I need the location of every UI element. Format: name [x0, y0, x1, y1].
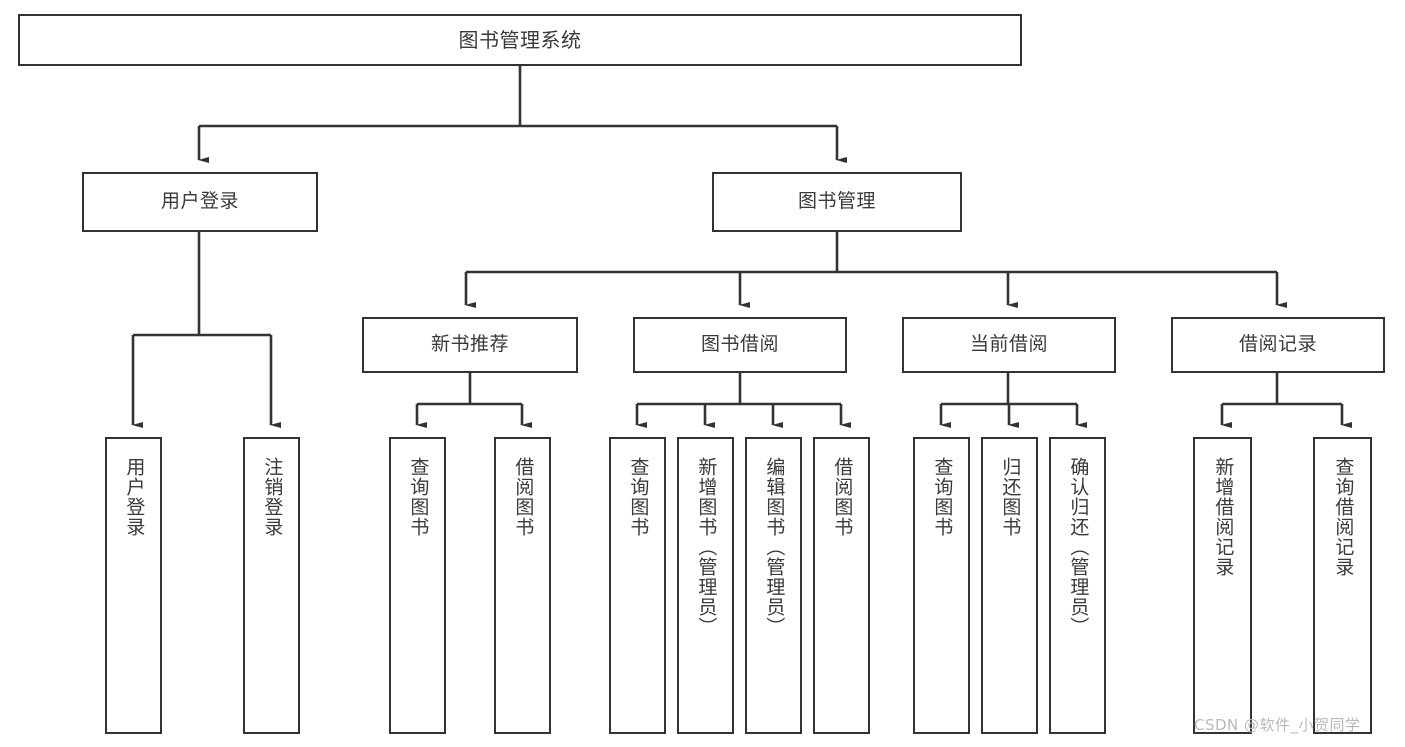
node-borrow-records[interactable]: 借阅记录: [1171, 317, 1385, 373]
leaf-borrow-edit-book-label: 编辑图书（管理员）: [763, 457, 786, 637]
leaf-user-logout[interactable]: 注销登录: [243, 437, 300, 734]
leaf-borrow-edit-book[interactable]: 编辑图书（管理员）: [745, 437, 802, 734]
node-user-login-label: 用户登录: [160, 190, 239, 213]
node-book-management-label: 图书管理: [797, 190, 876, 213]
leaf-current-confirm-return[interactable]: 确认归还（管理员）: [1049, 437, 1106, 734]
node-root-label: 图书管理系统: [458, 27, 582, 52]
node-root[interactable]: 图书管理系统: [18, 14, 1022, 66]
leaf-current-query-book-label: 查询图书: [931, 457, 954, 537]
leaf-borrow-query-book[interactable]: 查询图书: [609, 437, 666, 734]
leaf-recommend-query-book[interactable]: 查询图书: [389, 437, 446, 734]
leaf-borrow-borrow-book-label: 借阅图书: [831, 457, 854, 537]
node-current-borrow[interactable]: 当前借阅: [902, 317, 1116, 373]
leaf-user-login[interactable]: 用户登录: [105, 437, 162, 734]
node-user-login[interactable]: 用户登录: [82, 172, 318, 232]
leaf-records-query-record-label: 查询借阅记录: [1332, 457, 1355, 577]
node-current-borrow-label: 当前借阅: [969, 333, 1048, 356]
leaf-user-login-label: 用户登录: [123, 457, 146, 537]
csdn-watermark: CSDN @软件_小贺同学: [1194, 716, 1361, 734]
node-borrow-records-label: 借阅记录: [1238, 333, 1317, 356]
leaf-records-add-record[interactable]: 新增借阅记录: [1193, 437, 1252, 734]
leaf-recommend-query-book-label: 查询图书: [407, 457, 430, 537]
node-book-borrow[interactable]: 图书借阅: [633, 317, 847, 373]
leaf-borrow-add-book-label: 新增图书（管理员）: [695, 457, 718, 637]
leaf-borrow-query-book-label: 查询图书: [627, 457, 650, 537]
leaf-current-return-book[interactable]: 归还图书: [981, 437, 1038, 734]
leaf-current-confirm-return-label: 确认归还（管理员）: [1067, 457, 1090, 637]
node-new-book-recommend-label: 新书推荐: [430, 333, 509, 356]
node-book-borrow-label: 图书借阅: [700, 333, 779, 356]
leaf-records-add-record-label: 新增借阅记录: [1212, 457, 1235, 577]
node-book-management[interactable]: 图书管理: [712, 172, 962, 232]
leaf-recommend-borrow-book-label: 借阅图书: [512, 457, 535, 537]
leaf-user-logout-label: 注销登录: [261, 457, 284, 537]
leaf-current-query-book[interactable]: 查询图书: [913, 437, 970, 734]
leaf-records-query-record[interactable]: 查询借阅记录: [1313, 437, 1372, 734]
leaf-borrow-add-book[interactable]: 新增图书（管理员）: [677, 437, 734, 734]
leaf-recommend-borrow-book[interactable]: 借阅图书: [494, 437, 551, 734]
leaf-borrow-borrow-book[interactable]: 借阅图书: [813, 437, 870, 734]
node-new-book-recommend[interactable]: 新书推荐: [362, 317, 578, 373]
leaf-current-return-book-label: 归还图书: [999, 457, 1022, 537]
